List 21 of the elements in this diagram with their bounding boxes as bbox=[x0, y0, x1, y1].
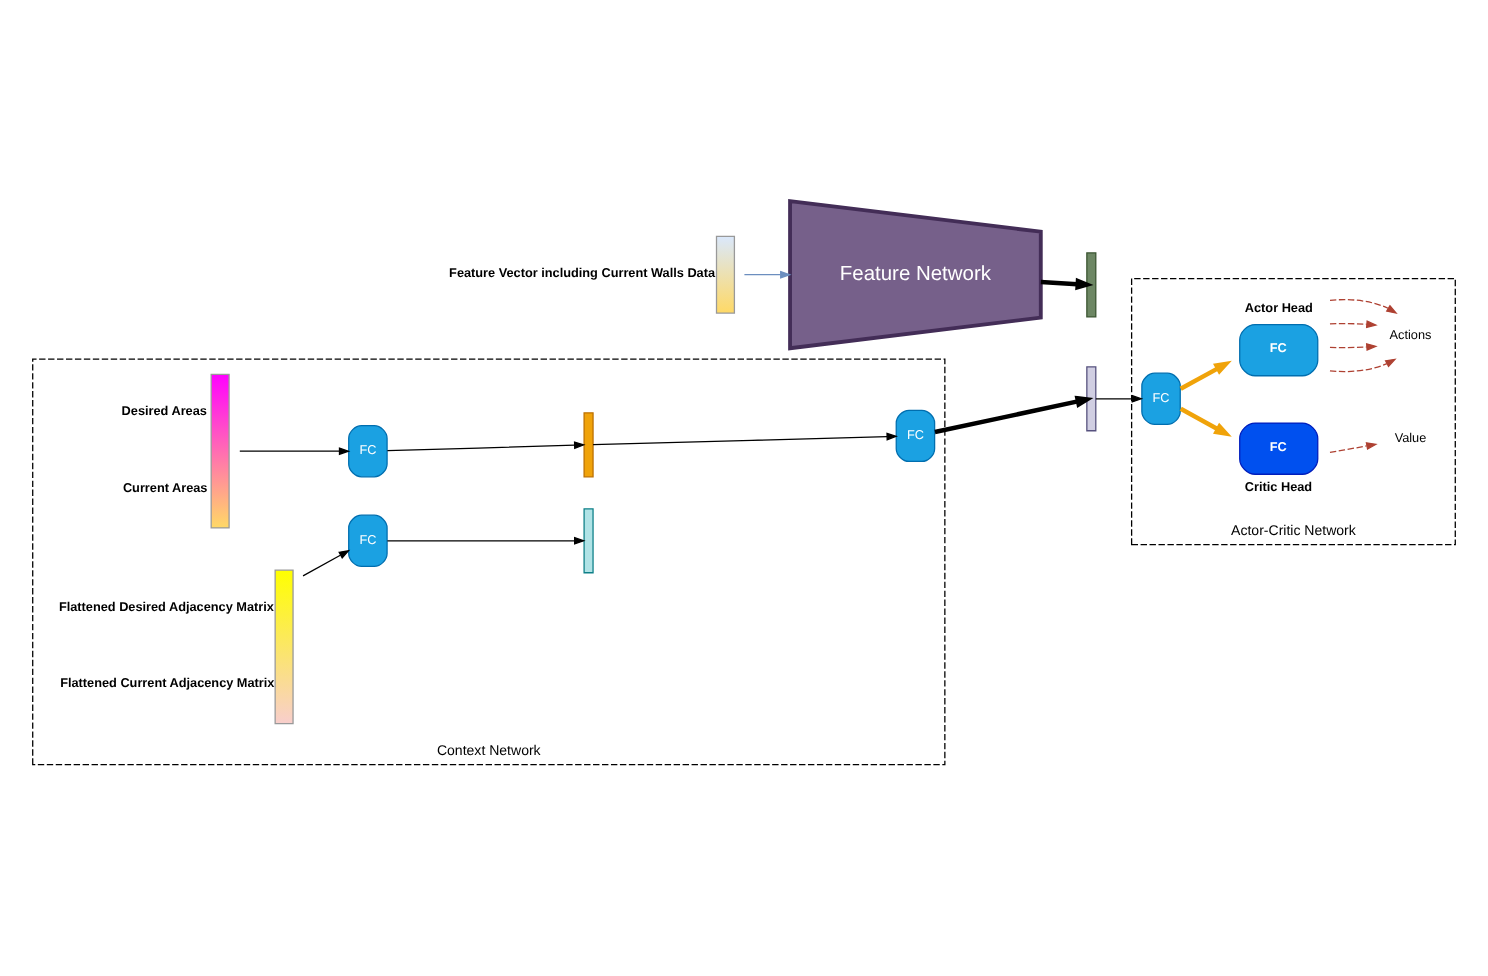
arrow bbox=[1329, 442, 1378, 454]
arrow bbox=[1329, 342, 1378, 352]
node-bar bbox=[583, 412, 594, 478]
arrow bbox=[592, 432, 898, 446]
arrow bbox=[239, 447, 351, 456]
arrow bbox=[386, 536, 586, 545]
arrow bbox=[1040, 277, 1094, 291]
node-bar bbox=[1086, 252, 1097, 318]
arrow bbox=[1179, 360, 1232, 391]
arrow bbox=[1329, 320, 1378, 329]
arrow bbox=[386, 441, 586, 452]
node-bar bbox=[1086, 366, 1097, 432]
arrow bbox=[1329, 299, 1398, 314]
arrow bbox=[302, 549, 351, 577]
arrow bbox=[934, 395, 1094, 435]
arrow bbox=[743, 270, 792, 279]
node-box: Feature Network bbox=[788, 198, 1043, 351]
node-bar bbox=[583, 508, 594, 574]
arrow bbox=[1095, 394, 1144, 403]
arrow bbox=[1329, 358, 1397, 373]
arrow bbox=[1179, 406, 1232, 437]
